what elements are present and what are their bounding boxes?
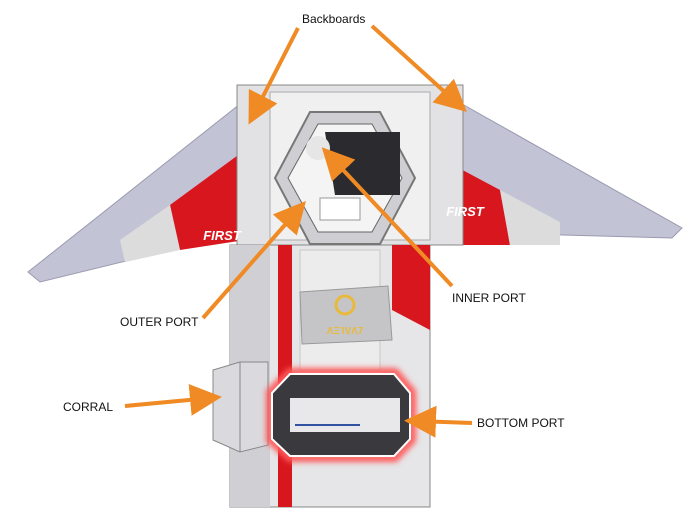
backboards-arrow-right [370, 24, 467, 113]
svg-text:ΛΞΊVΛ7: ΛΞΊVΛ7 [327, 326, 364, 337]
right-backboard [425, 99, 683, 245]
corral-arrow [124, 383, 222, 416]
backboards-arrow-left [248, 27, 300, 125]
inner-port-arrow [321, 147, 454, 288]
game-logo: ΛΞΊVΛ7 [299, 285, 393, 345]
first-logo-left: FIRST [203, 228, 242, 243]
bottom-port-arrow [404, 405, 473, 438]
corral [212, 361, 269, 453]
label-backboards: Backboards [302, 12, 366, 26]
left-backboard [27, 98, 246, 283]
first-logo-right: FIRST [446, 204, 485, 219]
label-bottom-port: BOTTOM PORT [477, 416, 565, 430]
outer-port-arrow [201, 200, 306, 320]
bottom-port [266, 368, 416, 462]
label-inner-port: INNER PORT [452, 291, 526, 305]
label-outer-port: OUTER PORT [120, 315, 199, 329]
label-corral: CORRAL [63, 400, 114, 414]
